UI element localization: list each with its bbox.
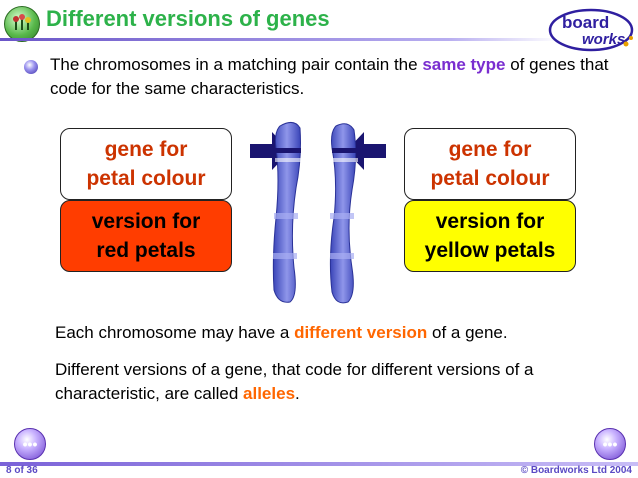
- copyright-text: © Boardworks Ltd 2004: [520, 465, 632, 476]
- left-chromosome: [272, 122, 301, 303]
- caption2-highlight: alleles: [243, 384, 296, 403]
- prev-ellipsis-icon: •••: [22, 436, 38, 452]
- bullet-icon: [24, 60, 38, 74]
- right-gene-box: gene for petal colour: [404, 128, 576, 200]
- left-version-line2: red petals: [96, 239, 196, 262]
- prev-slide-button[interactable]: •••: [14, 428, 46, 460]
- chromosome-pair: [250, 122, 386, 304]
- intro-text: The chromosomes in a matching pair conta…: [50, 55, 609, 98]
- right-gene-line1: gene for: [448, 138, 532, 161]
- right-chromosome: [329, 123, 358, 304]
- left-gene-line1: gene for: [104, 138, 188, 161]
- logo-text-works: works: [582, 31, 625, 48]
- left-version-line1: version for: [91, 210, 201, 233]
- left-version-box: version for red petals: [60, 200, 232, 272]
- next-ellipsis-icon: •••: [602, 436, 618, 452]
- boardworks-logo: board works: [548, 8, 634, 52]
- right-version-line2: yellow petals: [424, 239, 556, 262]
- title-divider: [0, 38, 560, 41]
- page-title: Different versions of genes: [46, 6, 330, 31]
- caption-alleles: Different versions of a gene, that code …: [55, 360, 534, 403]
- page-number: 8 of 36: [6, 465, 38, 476]
- left-gene-box: gene for petal colour: [60, 128, 232, 200]
- right-version-line1: version for: [435, 210, 545, 233]
- caption-different-version: Each chromosome may have a different ver…: [55, 323, 508, 342]
- left-gene-line2: petal colour: [86, 167, 206, 190]
- right-version-box: version for yellow petals: [404, 200, 576, 272]
- caption1-highlight: different version: [294, 323, 428, 342]
- logo-text-board: board: [562, 13, 609, 32]
- right-gene-line2: petal colour: [430, 167, 550, 190]
- plant-icon: [4, 6, 40, 42]
- footer-divider: [0, 462, 638, 466]
- intro-highlight: same type: [422, 55, 506, 74]
- next-slide-button[interactable]: •••: [594, 428, 626, 460]
